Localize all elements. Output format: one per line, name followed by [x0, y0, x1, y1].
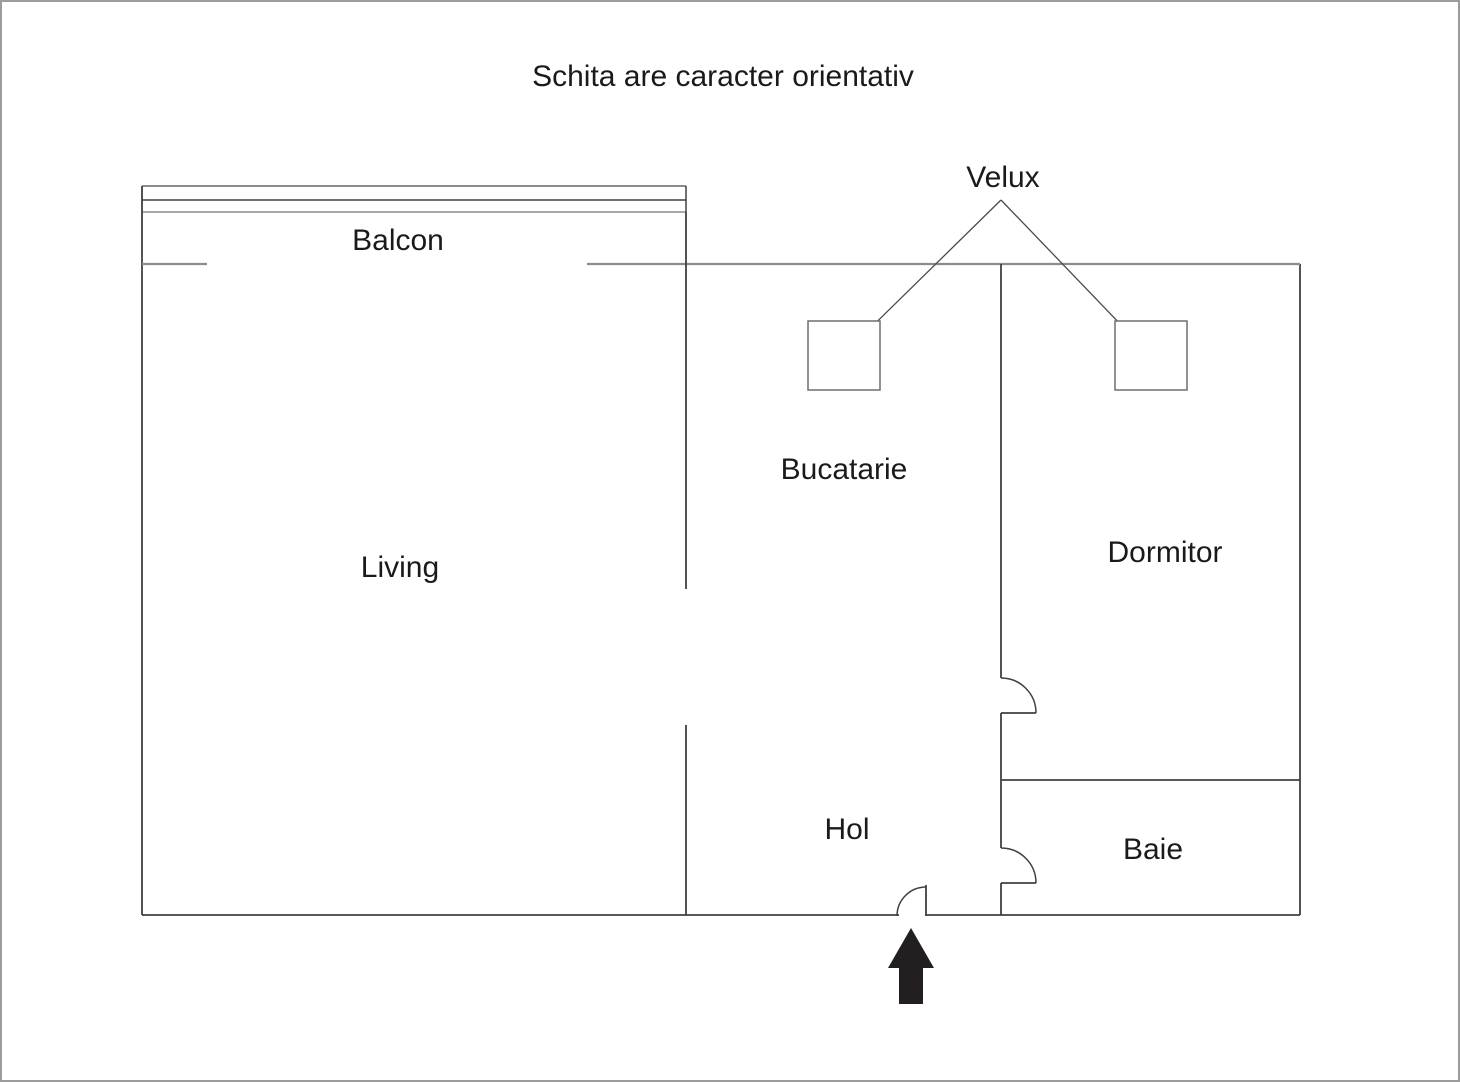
door-dormitor — [1000, 677, 1037, 714]
room-label-balcon: Balcon — [352, 224, 444, 257]
door-baie-arc — [1000, 847, 1037, 884]
velux-skylight-right — [1114, 320, 1188, 391]
door-dormitor-arc — [1000, 677, 1037, 714]
velux-skylight-left — [807, 320, 881, 391]
door-entrance-arc — [896, 886, 927, 917]
room-label-baie: Baie — [1123, 833, 1183, 866]
entrance-arrow-icon — [888, 928, 934, 1004]
room-label-dormitor: Dormitor — [1107, 536, 1222, 569]
label-velux: Velux — [966, 161, 1039, 194]
room-label-living: Living — [361, 551, 439, 584]
page-title: Schita are caracter orientativ — [532, 60, 914, 93]
door-baie — [1000, 847, 1037, 884]
room-label-bucatarie: Bucatarie — [781, 453, 908, 486]
balcony-railing — [142, 185, 687, 213]
door-entrance — [896, 885, 927, 917]
room-label-hol: Hol — [824, 813, 869, 846]
